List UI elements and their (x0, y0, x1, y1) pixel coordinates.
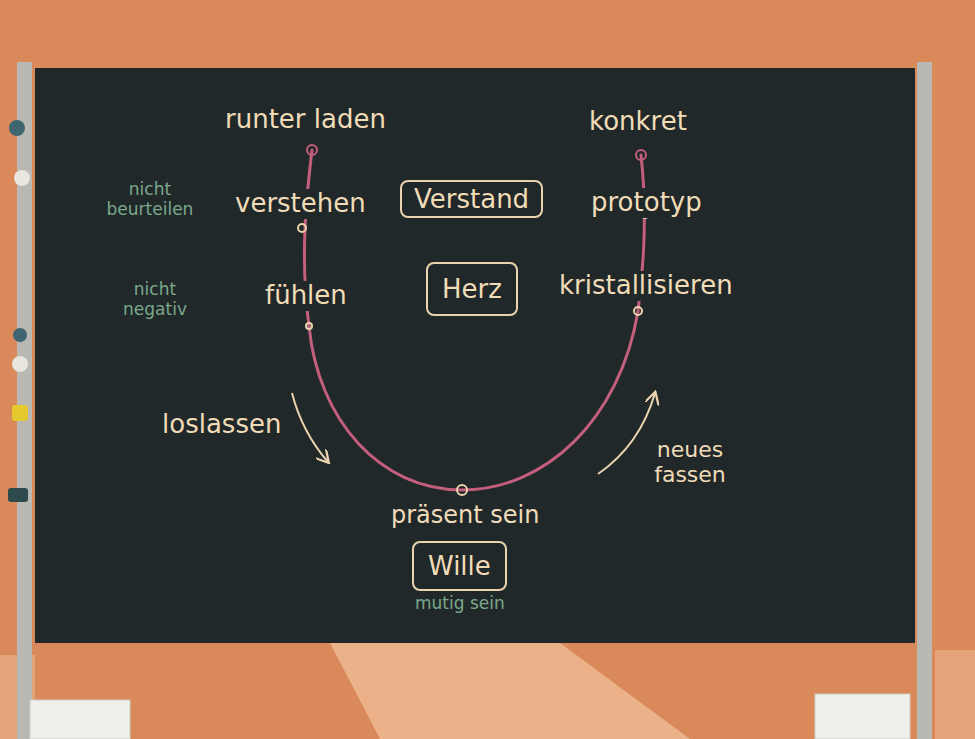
magnet (12, 405, 28, 421)
chalk-box: Wille (412, 541, 507, 591)
chalk-label: präsent sein (387, 502, 543, 530)
curve-point (457, 485, 467, 495)
curve-point (634, 307, 642, 315)
curve-point (298, 224, 306, 232)
light-patch (935, 650, 975, 739)
chalk-label: mutig sein (411, 594, 509, 614)
chalk-tray (30, 700, 130, 739)
box-text: Wille (428, 551, 491, 581)
box-text: Verstand (414, 184, 529, 214)
chalk-tray (815, 694, 910, 739)
magnet (8, 488, 28, 502)
chalk-label: runter laden (221, 105, 390, 135)
chalk-label: fühlen (261, 281, 351, 311)
chalk-box: Herz (426, 262, 518, 316)
chalk-box: Verstand (400, 180, 543, 218)
magnet (9, 120, 25, 136)
box-text: Herz (442, 274, 502, 304)
curve-point (636, 150, 646, 160)
flow-arrow (292, 393, 328, 462)
chalk-label: neues fassen (645, 437, 735, 488)
magnet (12, 356, 28, 372)
chalk-label: nicht negativ (115, 280, 195, 319)
chalk-label: verstehen (231, 189, 370, 219)
magnet (13, 328, 27, 342)
curve-point (307, 145, 317, 155)
frame-post (917, 62, 932, 739)
chalk-label: konkret (585, 107, 691, 137)
magnet (14, 170, 30, 186)
chalk-label: prototyp (587, 188, 706, 218)
chalk-label: kristallisieren (555, 271, 737, 301)
curve-point (306, 323, 312, 329)
frame-post (17, 62, 32, 739)
chalk-label: loslassen (158, 410, 285, 440)
chalkboard (35, 68, 915, 643)
chalk-label: nicht beurteilen (100, 180, 200, 219)
light-patch (330, 643, 690, 739)
